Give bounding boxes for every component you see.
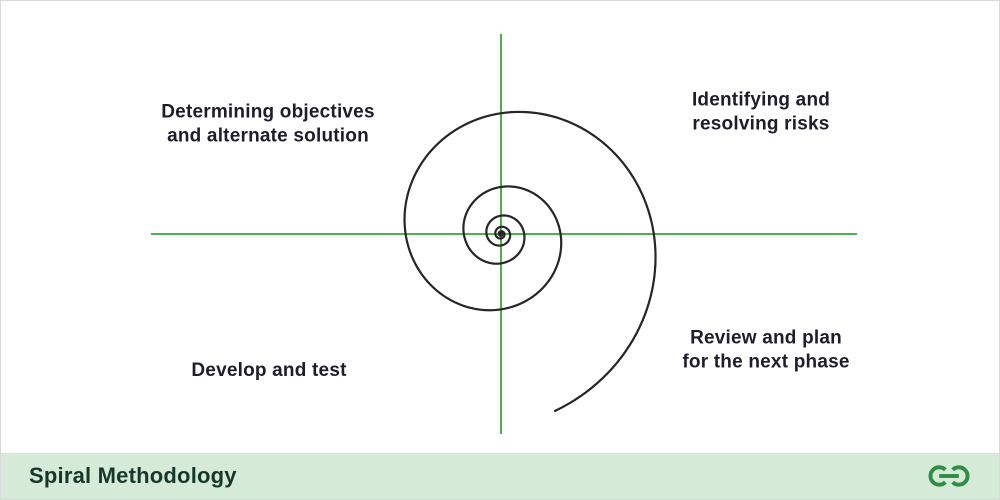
label-identifying-risks: Identifying and resolving risks xyxy=(691,89,831,135)
geeksforgeeks-logo-icon xyxy=(928,465,970,487)
footer-bar: Spiral Methodology xyxy=(1,453,999,499)
label-develop-and-test: Develop and test xyxy=(191,359,347,381)
label-review-and-plan: Review and plan for the next phase xyxy=(682,327,850,373)
label-determining-objectives: Determining objectives and alternate sol… xyxy=(161,101,375,147)
spiral-curve xyxy=(403,110,657,413)
footer-title: Spiral Methodology xyxy=(29,463,237,488)
